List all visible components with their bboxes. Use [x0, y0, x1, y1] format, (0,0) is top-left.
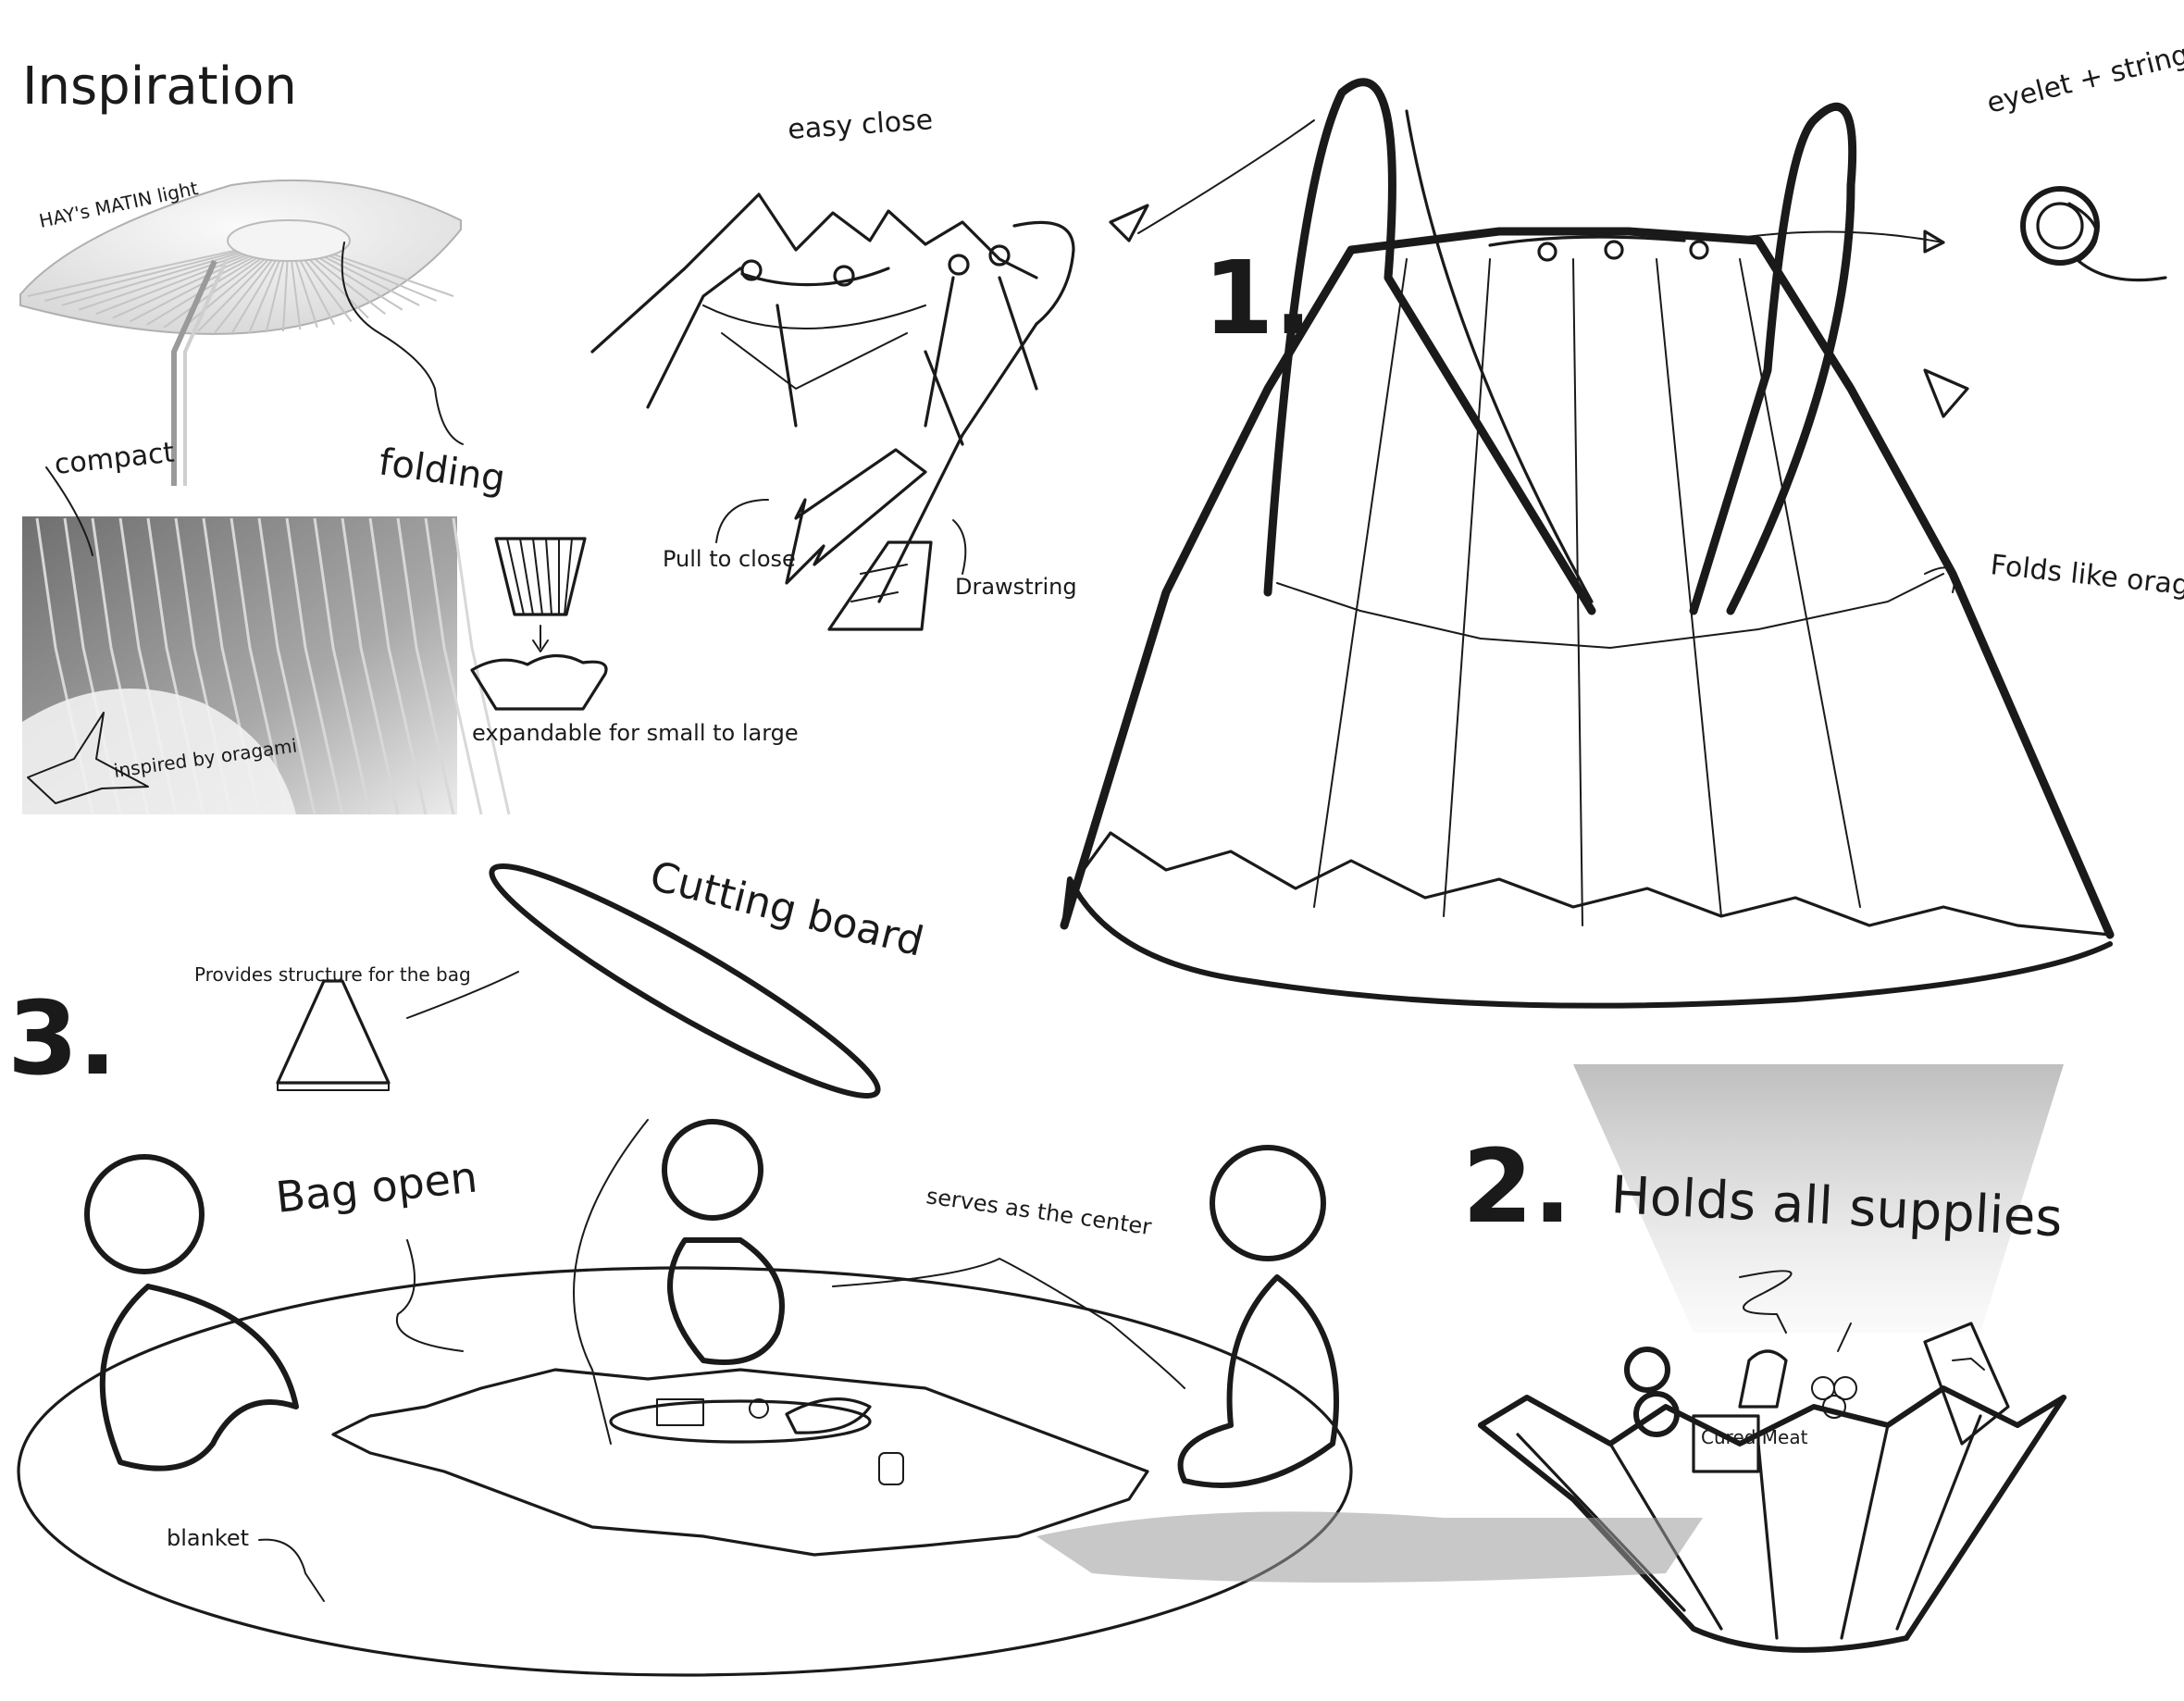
step2-number: 2.	[1462, 1127, 1571, 1246]
expandable-label: expandable for small to large	[472, 720, 799, 746]
folding-label: folding	[377, 441, 508, 501]
origami-pleat-photo: inspired by oragami	[22, 467, 509, 814]
step1-bag-drawing: 1. eyelet + string Folds like oragam	[1064, 39, 2184, 1006]
blanket-label: blanket	[167, 1525, 249, 1551]
grapes-icon	[1812, 1323, 1856, 1418]
compact-label: compact	[53, 437, 176, 481]
pleated-lamp-image: HAY's MATIN light	[20, 177, 463, 486]
person-center-icon	[664, 1122, 782, 1362]
easy-close-panel: easy close Pull to close Drawstring	[592, 104, 1077, 629]
eyelet-icon	[2023, 189, 2165, 280]
bread-icon	[1740, 1351, 1786, 1407]
step3-picnic-drawing: 3. Cutting board Provides structure for …	[7, 841, 1703, 1675]
cured-meat-label: Cured Meat	[1701, 1426, 1808, 1448]
easy-close-title: easy close	[787, 104, 934, 146]
inspiration-title: Inspiration	[22, 56, 297, 117]
bag-open-label: Bag open	[274, 1151, 480, 1223]
folds-label: Folds like oragami	[1989, 549, 2184, 607]
book-icon	[1925, 1323, 2008, 1444]
pull-to-close-label: Pull to close	[663, 546, 796, 572]
cutting-board-label: Cutting board	[645, 852, 928, 966]
person-right-icon	[1181, 1148, 1336, 1485]
serves-label: serves as the center	[924, 1183, 1153, 1240]
sunglasses-icon	[1627, 1349, 1668, 1390]
coffee-filter-icon	[472, 539, 606, 709]
step3-number: 3.	[7, 979, 117, 1098]
provides-label: Provides structure for the bag	[194, 963, 471, 986]
drawstring-label: Drawstring	[955, 574, 1077, 600]
mini-bag-icon	[278, 981, 389, 1090]
eyelet-label: eyelet + string	[1983, 39, 2184, 120]
inspiration-panel: Inspiration HAY's MATIN light compact fo…	[20, 56, 799, 814]
